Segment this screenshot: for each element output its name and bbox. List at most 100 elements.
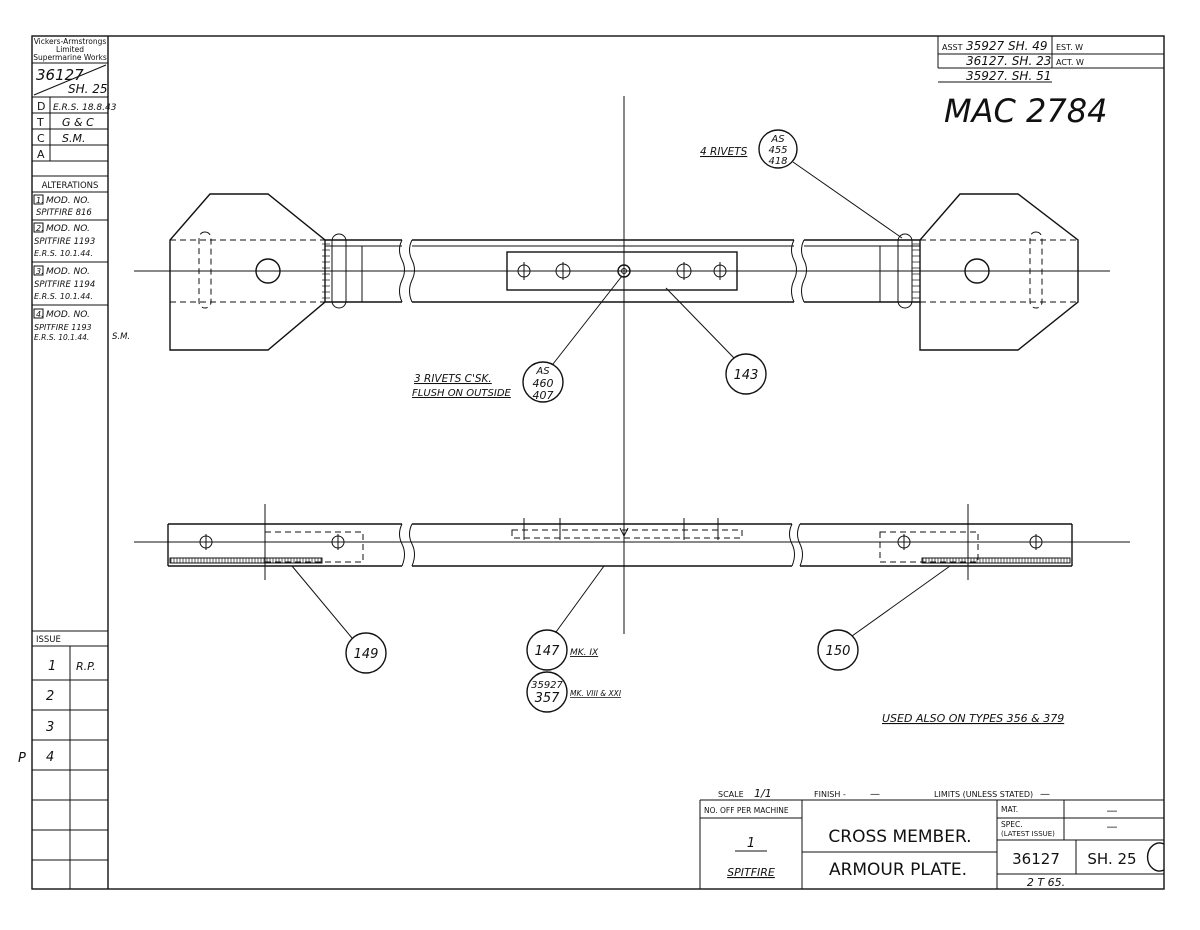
no-off-label: NO. OFF PER MACHINE: [704, 806, 789, 815]
margin-sheet-number: SH. 25: [68, 82, 108, 96]
callout-150: 150: [817, 565, 951, 671]
callout-357-label: MK. VIII & XXI: [570, 689, 622, 698]
left-end-plate: [169, 193, 326, 351]
alterations-title: ALTERATIONS: [42, 181, 99, 191]
left-end-hole: [255, 258, 281, 284]
limits-label: LIMITS (UNLESS STATED): [934, 790, 1033, 799]
part-title-line2: ARMOUR PLATE.: [829, 860, 967, 880]
callout-357-num: 357: [535, 691, 561, 706]
approval-code-d: D: [37, 100, 45, 113]
callout-147: 147 MK. IX: [526, 565, 605, 671]
est-weight-label: EST. W: [1056, 43, 1083, 52]
finish-label: FINISH -: [814, 790, 846, 799]
limits-value: —: [1040, 789, 1050, 800]
asst-ref-3: 35927. SH. 51: [966, 69, 1051, 83]
aircraft-name: SPITFIRE: [727, 866, 775, 879]
right-joint-rivets: [897, 233, 913, 309]
alteration-4-sub2: E.R.S. 10.1.44.: [34, 333, 89, 342]
issue-1-initials: R.P.: [76, 660, 96, 673]
approval-code-a: A: [37, 148, 45, 161]
callout-150-text: 150: [826, 644, 851, 659]
mat-label: MAT.: [1001, 805, 1018, 814]
act-weight-label: ACT. W: [1056, 58, 1084, 67]
drawing-number: 36127: [1012, 850, 1060, 868]
right-end-plate: [919, 193, 1079, 351]
mac-number: MAC 2784: [944, 92, 1107, 130]
issue-3-num: 3: [46, 720, 54, 735]
issue-1-num: 1: [48, 659, 56, 674]
approval-code-c: C: [37, 132, 45, 145]
alteration-2-text: MOD. NO.: [46, 224, 90, 234]
callout-357: 35927 357 MK. VIII & XXI: [526, 671, 622, 713]
alteration-3-sub2: E.R.S. 10.1.44.: [34, 292, 93, 301]
callout-csk-c1: AS: [535, 366, 550, 377]
alteration-3-num: 3.: [36, 267, 44, 276]
issue-margin-mark: P: [18, 751, 26, 766]
finish-value: —: [870, 789, 880, 800]
alteration-2-sub1: SPITFIRE 1193: [34, 237, 95, 247]
callout-4-rivets-text: 4 RIVETS: [700, 146, 748, 158]
spec-value: —: [1107, 820, 1118, 833]
usage-note: USED ALSO ON TYPES 356 & 379: [882, 712, 1064, 725]
alteration-1-sub: SPITFIRE 816: [36, 208, 92, 218]
callout-147-label: MK. IX: [570, 648, 599, 658]
callout-4-rivets-c1: AS: [770, 134, 785, 145]
callout-4-rivets: 4 RIVETS AS 455 418: [700, 129, 903, 239]
sheet-number: SH. 25: [1087, 850, 1136, 868]
company-line3: Supermarine Works: [33, 53, 107, 62]
alteration-side-initials: S.M.: [112, 332, 130, 342]
spec-label2: (LATEST ISSUE): [1001, 830, 1055, 838]
callout-147-text: 147: [535, 644, 561, 659]
company-line1: Vickers-Armstrongs: [34, 37, 107, 46]
plate-rivet-holes: [515, 262, 729, 280]
approval-code-t: T: [36, 116, 44, 129]
callout-csk-c2: 460: [533, 377, 554, 390]
asst-ref-2: 36127. SH. 23: [966, 54, 1051, 68]
alteration-2-sub2: E.R.S. 10.1.44.: [34, 249, 93, 258]
approval-value-d: E.R.S. 18.8.43: [53, 103, 117, 113]
scale-label: SCALE: [718, 790, 744, 799]
asst-ref-1: 35927 SH. 49: [966, 39, 1048, 53]
left-joint-rivets: [331, 233, 347, 309]
right-flange-strip: [921, 557, 1071, 564]
right-end-hole: [964, 258, 990, 284]
issue-2-num: 2: [46, 689, 54, 704]
spec-label1: SPEC.: [1001, 820, 1023, 829]
side-view: [167, 504, 1073, 580]
assembly-refs: ASST 35927 SH. 49 36127. SH. 23 35927. S…: [937, 36, 1164, 130]
company-line2: Limited: [56, 45, 84, 54]
callout-149: 149: [291, 565, 387, 674]
mat-value: —: [1107, 804, 1118, 817]
alteration-4-num: 4.: [36, 310, 44, 319]
margin-drawing-number: 36127: [36, 66, 84, 84]
scale-value: 1/1: [754, 787, 772, 800]
callout-4-rivets-c3: 418: [768, 156, 787, 167]
callout-csk-c3: 407: [533, 389, 554, 402]
alteration-2-num: 2.: [36, 224, 44, 233]
callout-357-ref: 35927: [531, 680, 563, 691]
alteration-4-sub1: SPITFIRE 1193: [34, 323, 92, 332]
callout-149-text: 149: [354, 647, 379, 662]
callout-csk-line1: 3 RIVETS C'SK.: [414, 373, 492, 385]
alteration-1-num: 1.: [36, 196, 44, 205]
callout-143-text: 143: [734, 368, 759, 383]
issue-4-num: 4: [46, 750, 54, 765]
part-title-line1: CROSS MEMBER.: [828, 827, 971, 847]
approval-value-c: S.M.: [62, 132, 85, 145]
alteration-3-text: MOD. NO.: [46, 267, 90, 277]
drawing-border: [31, 35, 1165, 890]
callout-3-rivets-csk: 3 RIVETS C'SK. FLUSH ON OUTSIDE AS 460 4…: [412, 275, 623, 403]
left-margin: Vickers-Armstrongs Limited Supermarine W…: [18, 36, 130, 889]
alteration-4-text: MOD. NO.: [46, 310, 90, 320]
callout-143: 143: [665, 287, 767, 395]
doubler-plate-143: [506, 251, 738, 291]
title-block: SCALE 1/1 FINISH - — LIMITS (UNLESS STAT…: [699, 787, 1165, 889]
callout-csk-line2: FLUSH ON OUTSIDE: [412, 388, 512, 399]
alteration-1-text: MOD. NO.: [46, 196, 90, 206]
no-off-value: 1: [747, 836, 755, 851]
alteration-3-sub1: SPITFIRE 1194: [34, 280, 95, 290]
plan-view: [169, 193, 1079, 351]
asst-label: ASST: [942, 43, 963, 52]
drawing-code: 2 T 65.: [1027, 876, 1065, 889]
